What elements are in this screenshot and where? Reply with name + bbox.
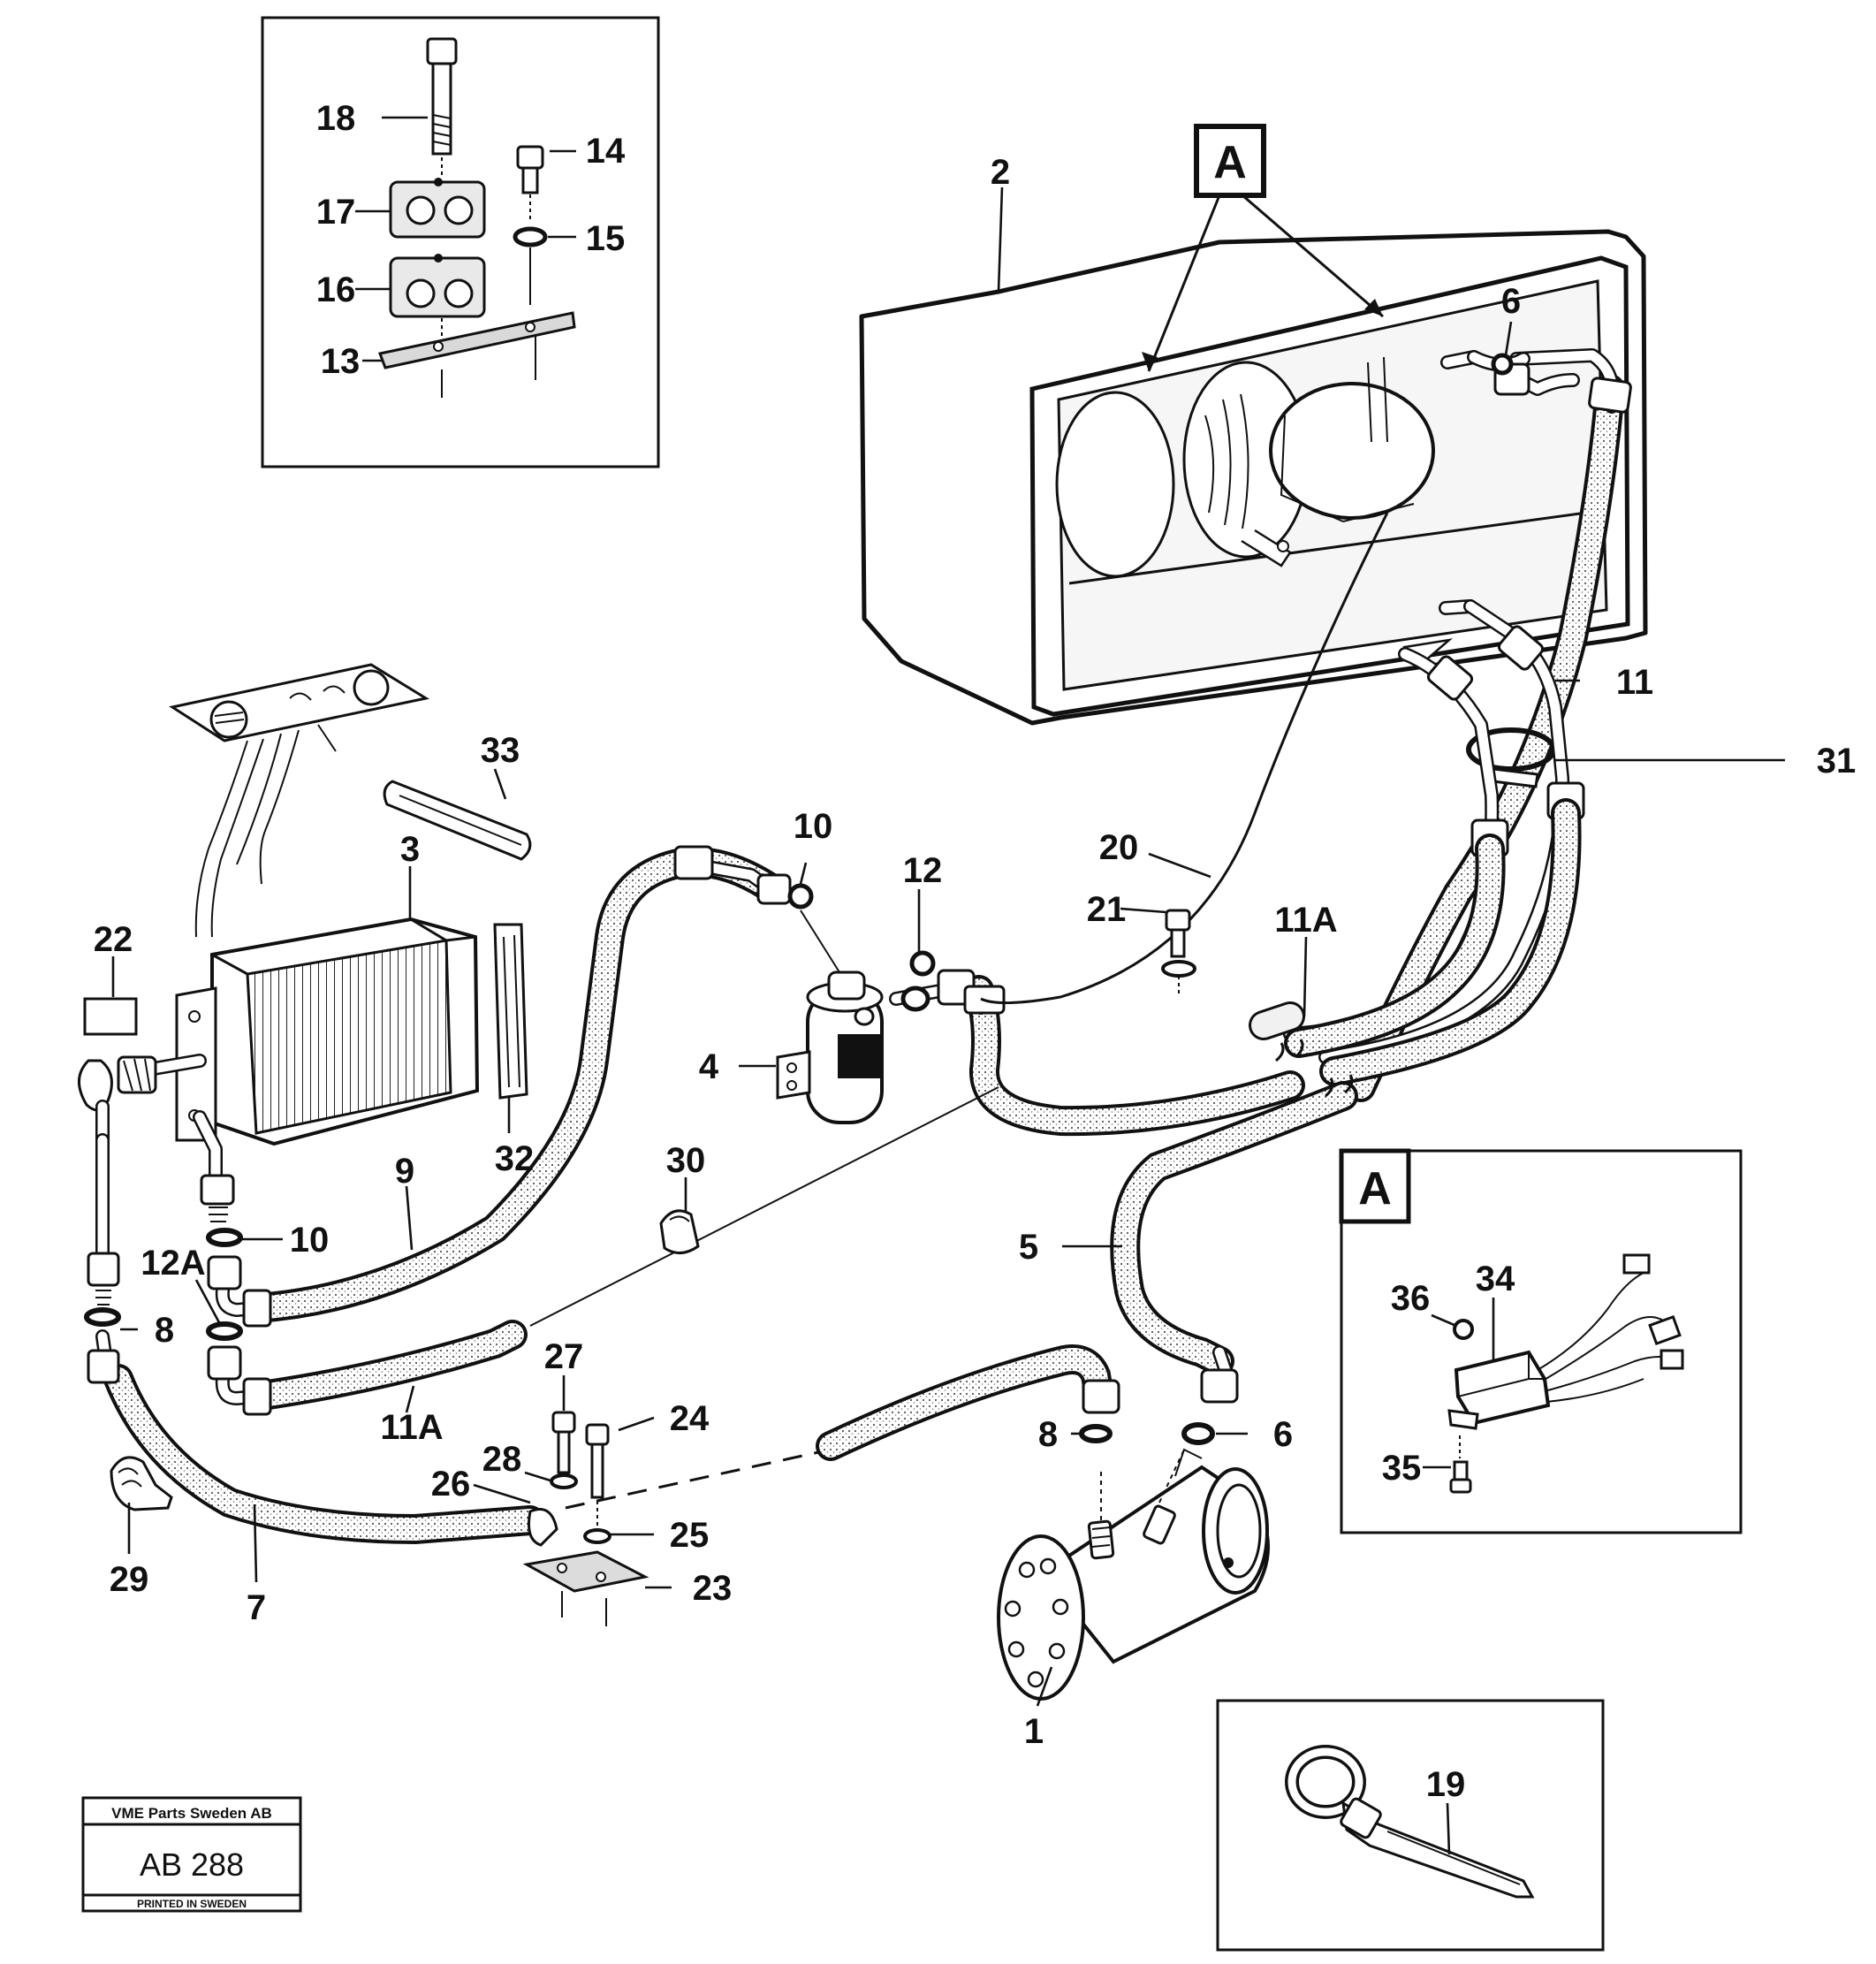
callout-34: 34: [1476, 1260, 1515, 1298]
callout-32: 32: [495, 1139, 535, 1178]
callout-7: 7: [247, 1588, 266, 1627]
o-ring-10b: [206, 1228, 243, 1247]
callout-23: 23: [693, 1569, 733, 1608]
callout-8a: 8: [155, 1311, 174, 1350]
detail-marker-a-main: A: [1142, 124, 1384, 372]
callout-11a-upper: 11A: [1274, 901, 1337, 940]
callout-26: 26: [431, 1465, 471, 1503]
screw-21: [1161, 909, 1196, 993]
screw-35: [1449, 1435, 1472, 1494]
callout-35: 35: [1382, 1449, 1422, 1488]
callout-12: 12: [903, 851, 943, 890]
callout-24: 24: [670, 1399, 710, 1438]
callout-15: 15: [586, 219, 626, 258]
clamp-half-17: [389, 178, 486, 239]
nut-36: [1453, 1319, 1474, 1340]
inset-cable-tie: 19: [1216, 1699, 1605, 1952]
bolt-27: [550, 1411, 578, 1489]
callout-18: 18: [316, 99, 356, 138]
callout-12a: 12A: [141, 1244, 205, 1283]
rubber-strip-33: [383, 780, 532, 861]
callout-1: 1: [1024, 1712, 1044, 1751]
control-panel: [169, 663, 429, 938]
callout-19: 19: [1426, 1765, 1466, 1804]
relay-34: [1447, 1253, 1684, 1430]
callout-5: 5: [1019, 1228, 1038, 1267]
publisher-stamp: VME Parts Sweden AB AB 288 PRINTED IN SW…: [81, 1796, 302, 1913]
label-plate-22: [83, 997, 138, 1036]
callout-8b: 8: [1038, 1415, 1058, 1454]
callout-28: 28: [482, 1440, 522, 1479]
callout-25: 25: [670, 1516, 710, 1555]
callout-21: 21: [1087, 890, 1127, 929]
cable-tie-19: [1285, 1745, 1535, 1899]
hose-network: [87, 348, 1632, 1547]
stamp-company: VME Parts Sweden AB: [111, 1805, 272, 1822]
callout-10a: 10: [794, 807, 833, 846]
inset-clamp-assembly: 18 14 15 17 16 13: [261, 16, 660, 468]
callout-11: 11: [1616, 663, 1653, 702]
o-ring-12a: [206, 1321, 243, 1341]
screw-14: [516, 145, 544, 221]
callout-9: 9: [395, 1152, 414, 1191]
o-ring-6b: [1181, 1422, 1215, 1445]
o-ring-8b: [1079, 1424, 1113, 1443]
callout-4: 4: [699, 1047, 719, 1086]
callout-6b: 6: [1273, 1415, 1293, 1454]
callout-36: 36: [1391, 1279, 1431, 1318]
grommet-29: [110, 1456, 173, 1511]
callout-2: 2: [991, 153, 1010, 192]
evaporator-housing-2: [859, 229, 1648, 726]
callout-labels: 2 6 11 31 33 3 10 12 20 21 11A 22 4 32 9…: [94, 153, 1857, 1751]
callout-17: 17: [316, 193, 356, 232]
callout-3: 3: [400, 830, 420, 869]
stamp-code: AB 288: [140, 1846, 244, 1883]
o-ring-12: [909, 950, 936, 977]
washer-15: [513, 226, 548, 247]
receiver-drier-4: [776, 971, 884, 1124]
inset-relay: A 36 34 35: [1339, 1148, 1743, 1534]
callout-16: 16: [316, 270, 356, 309]
detail-marker-a-inset: A: [1358, 1163, 1392, 1214]
o-ring-6a: [1491, 353, 1514, 376]
svg-text:A: A: [1213, 137, 1247, 188]
compressor-1: [997, 1448, 1270, 1701]
sensor-wire-20: [980, 512, 1389, 1004]
callout-6a: 6: [1501, 282, 1521, 321]
evaporator-core-3: [78, 917, 480, 1306]
bolt-18: [426, 37, 458, 177]
callout-20: 20: [1099, 828, 1139, 867]
seal-strip-32: [493, 923, 528, 1100]
clamp-half-16: [389, 254, 486, 343]
inset-frame-relay: [1340, 1149, 1743, 1534]
callout-29: 29: [110, 1560, 149, 1599]
small-hardware: [84, 353, 1514, 1626]
bolt-24: [583, 1423, 611, 1544]
inset-frame-cable-tie: [1216, 1699, 1605, 1952]
stamp-printed: PRINTED IN SWEDEN: [137, 1898, 247, 1910]
callout-27: 27: [544, 1337, 584, 1376]
callout-33: 33: [481, 731, 520, 770]
plate-23: [522, 1550, 649, 1626]
callout-13: 13: [321, 342, 361, 381]
callout-22: 22: [94, 920, 133, 959]
callout-30: 30: [666, 1141, 706, 1180]
o-ring-8a: [84, 1307, 121, 1327]
callout-10b: 10: [290, 1221, 330, 1260]
callout-31: 31: [1817, 742, 1857, 780]
leader-lines: [111, 187, 1785, 1707]
callout-11a-lower: 11A: [380, 1408, 443, 1447]
inset-frame-clamp: [261, 16, 660, 468]
plate-13: [377, 311, 576, 398]
callout-14: 14: [586, 132, 626, 171]
